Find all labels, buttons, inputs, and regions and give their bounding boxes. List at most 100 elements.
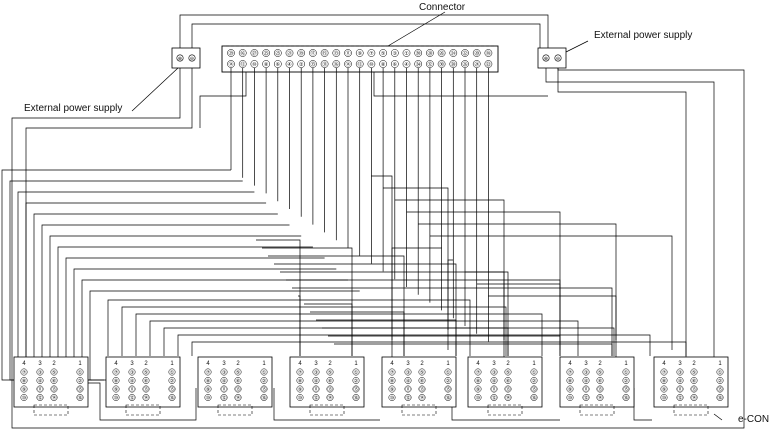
econ-pin xyxy=(404,394,412,401)
econ-pin xyxy=(690,394,698,401)
econ-pin xyxy=(622,385,630,393)
econ-pin xyxy=(596,385,604,393)
econ-column-header: 1 xyxy=(532,361,536,367)
connector-pin-bottom-label: ⑫ xyxy=(357,61,362,68)
econ-pin-label: ⑮ xyxy=(445,386,450,393)
connector-pin-bottom-label: ④ xyxy=(404,62,409,68)
econ-column-header: 3 xyxy=(678,361,682,367)
econ-pin-label: ⑩ xyxy=(298,395,303,401)
econ-pin xyxy=(204,394,212,401)
econ-pin xyxy=(582,377,590,384)
econ-pin xyxy=(530,385,538,393)
econ-pin-label: ⑭ xyxy=(327,394,332,401)
econ-pin xyxy=(716,385,724,393)
connector-pin-bottom-label: ㉔ xyxy=(474,61,479,68)
econ-pin-label: ⑪ xyxy=(221,386,226,393)
econ-pin xyxy=(352,394,360,401)
econ-pin-label: ⑬ xyxy=(235,386,240,393)
econ-pin-label: ⑩ xyxy=(206,395,211,401)
econ-pin-label: ⑪ xyxy=(405,386,410,393)
econ-pin-label: ⑥ xyxy=(52,378,57,384)
econ-column-header: 3 xyxy=(38,361,42,367)
econ-column-header: 1 xyxy=(718,361,722,367)
econ-pin xyxy=(50,377,58,384)
power-right-minus: ⊖ xyxy=(556,56,560,62)
econ-column-header: 1 xyxy=(170,361,174,367)
econ-column-header: 4 xyxy=(114,361,118,367)
econ-column-header: 1 xyxy=(624,361,628,367)
connector-pin-bottom xyxy=(461,60,469,68)
econ-pin xyxy=(716,377,724,384)
connector-pin-top-label: ⑤ xyxy=(381,51,386,57)
econ-pin-label: ⑫ xyxy=(221,394,226,401)
econ-pin xyxy=(566,385,574,393)
econ-pin xyxy=(36,385,44,393)
econ-pin xyxy=(404,385,412,393)
connector-pin-bottom xyxy=(238,60,247,68)
connector-pin-top xyxy=(461,49,469,57)
econ-pin-label: ⑨ xyxy=(390,387,395,393)
econ-column-header: 1 xyxy=(354,361,358,367)
econ-pin xyxy=(352,377,360,384)
econ-pin-label: ⑩ xyxy=(662,395,667,401)
econ-pin xyxy=(76,368,84,376)
econ-pin xyxy=(20,394,28,401)
econ-column-header: 4 xyxy=(568,361,572,367)
econ-pin xyxy=(504,394,512,401)
connector-pin-bottom xyxy=(320,60,329,68)
econ-pin-label: ⑧ xyxy=(298,378,303,384)
connector-pin-top-label: ③ xyxy=(393,51,398,57)
econ-pin xyxy=(716,368,724,376)
econ-pin-label: ⑥ xyxy=(144,378,149,384)
econ-pin-label: ② xyxy=(446,378,451,384)
econ-pin-label: ⑩ xyxy=(390,395,395,401)
econ-pin xyxy=(504,377,512,384)
econ-pin-label: ⑭ xyxy=(597,394,602,401)
econ-pin xyxy=(444,385,452,393)
econ-pin-label: ⑬ xyxy=(691,386,696,393)
econ-pin xyxy=(142,377,150,384)
econ-pin-label: ⑩ xyxy=(114,395,119,401)
wire xyxy=(394,199,505,340)
wire xyxy=(149,320,579,356)
econ-pin-label: ④ xyxy=(222,378,227,384)
econ-pin xyxy=(204,377,212,384)
wire xyxy=(65,257,325,381)
econ-pin xyxy=(220,385,228,393)
wire xyxy=(89,290,360,381)
econ-pin-label: ⑥ xyxy=(328,378,333,384)
econ-pin-label: ③ xyxy=(130,370,135,376)
econ-pin-label: ② xyxy=(354,378,359,384)
econ-pin-label: ⑤ xyxy=(236,370,241,376)
econ-pin xyxy=(220,368,228,376)
econ-pin-label: ⑮ xyxy=(717,386,722,393)
connector-pin-top xyxy=(297,49,306,57)
connector-pin-bottom-label: ㉝ xyxy=(310,61,315,68)
econ-pin xyxy=(168,394,176,401)
connector-pin-top xyxy=(390,49,399,57)
connector-pin-top-label: ⑬ xyxy=(334,50,339,57)
econ-pin-label: ④ xyxy=(492,378,497,384)
connector-pin-top-label: ㉚ xyxy=(416,50,421,57)
econ-pin xyxy=(388,368,396,376)
econ-pin xyxy=(260,368,268,376)
econ-pin xyxy=(566,377,574,384)
econ-pin xyxy=(50,368,58,376)
econ-column-header: 2 xyxy=(328,361,332,367)
econ-pin xyxy=(404,377,412,384)
wire xyxy=(286,279,561,356)
econ-pin-label: ⑧ xyxy=(390,378,395,384)
connector-pin-bottom-label: ② xyxy=(299,62,304,68)
econ-pin xyxy=(20,377,28,384)
econ-pin-label: ⑫ xyxy=(37,394,42,401)
econ-pin xyxy=(418,394,426,401)
connector-pin-bottom xyxy=(285,60,294,68)
econ-pin xyxy=(582,368,590,376)
econ-pin-label: ② xyxy=(624,378,629,384)
connector-pin-bottom xyxy=(379,60,387,68)
connector-pin-top xyxy=(227,49,235,57)
connector-pin-top xyxy=(484,49,493,57)
